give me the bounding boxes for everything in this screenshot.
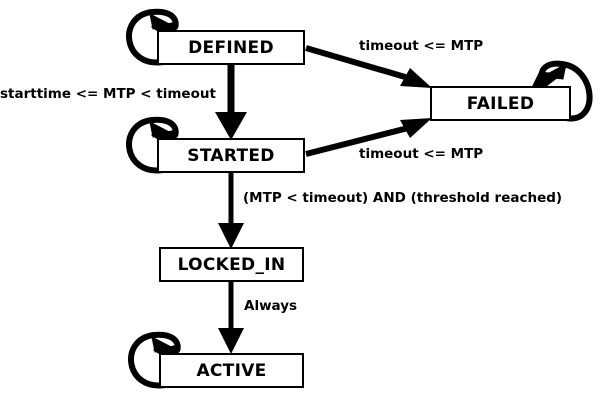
edge-label-timeout-mtp-started: timeout <= MTP bbox=[359, 146, 484, 162]
edge-defined-to-failed bbox=[305, 45, 432, 88]
state-box-failed[interactable]: FAILED bbox=[430, 86, 571, 121]
edge-label-timeout-mtp-defined: timeout <= MTP bbox=[359, 38, 484, 54]
state-label-locked-in: LOCKED_IN bbox=[177, 254, 286, 275]
state-label-active: ACTIVE bbox=[196, 360, 267, 381]
state-label-failed: FAILED bbox=[466, 93, 535, 114]
state-box-started[interactable]: STARTED bbox=[157, 138, 305, 173]
edge-started-to-lockedin bbox=[218, 173, 244, 249]
edge-lockedin-to-active bbox=[218, 282, 244, 354]
state-label-started: STARTED bbox=[187, 145, 275, 166]
edge-label-threshold-reached: (MTP < timeout) AND (threshold reached) bbox=[243, 190, 563, 206]
state-label-defined: DEFINED bbox=[188, 37, 274, 58]
edge-started-to-failed bbox=[305, 118, 432, 157]
edge-label-always: Always bbox=[244, 298, 298, 314]
edge-label-starttime-mtp-timeout: starttime <= MTP < timeout bbox=[0, 86, 216, 102]
state-box-locked-in[interactable]: LOCKED_IN bbox=[159, 247, 304, 282]
edge-defined-to-started bbox=[215, 65, 247, 140]
state-box-defined[interactable]: DEFINED bbox=[157, 30, 305, 65]
state-box-active[interactable]: ACTIVE bbox=[159, 353, 304, 388]
